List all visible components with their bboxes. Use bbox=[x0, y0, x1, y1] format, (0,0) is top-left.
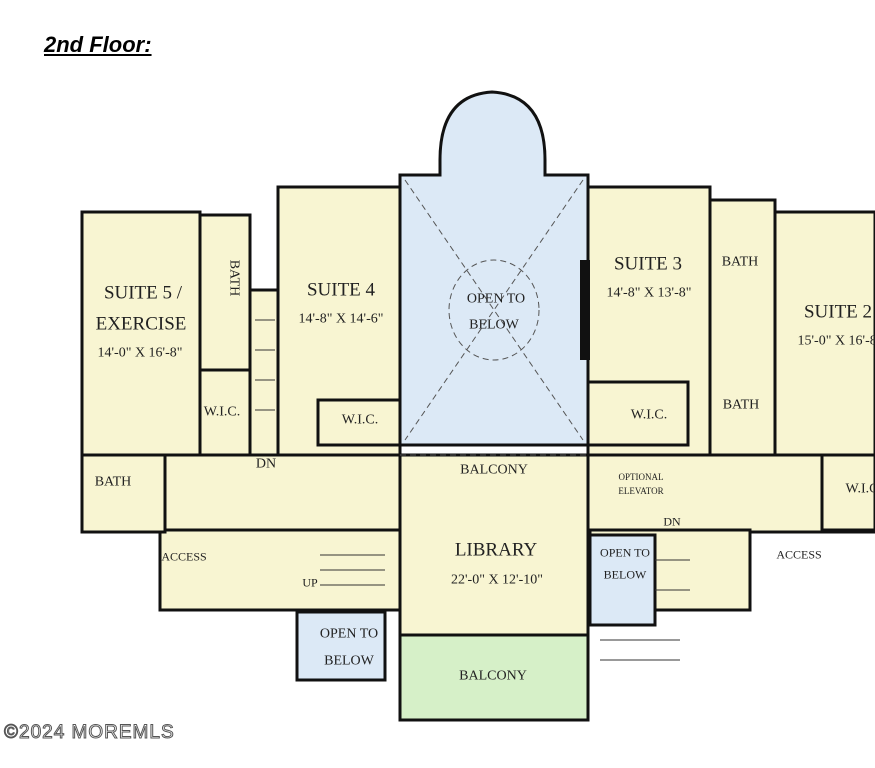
open-right-area bbox=[588, 533, 657, 627]
balcony-lower-label: BALCONY bbox=[459, 668, 527, 684]
floor-title: 2nd Floor: bbox=[44, 32, 152, 57]
suite4-dims: 14'-8" X 14'-6" bbox=[298, 311, 384, 327]
open-right-label: OPEN TO bbox=[600, 545, 650, 560]
suite3-bath bbox=[708, 198, 777, 457]
suite5-bath bbox=[198, 213, 252, 372]
hall-bath bbox=[80, 453, 167, 534]
stairs-dn-left-label: DN bbox=[255, 456, 277, 472]
suite5-wic bbox=[198, 368, 252, 457]
suite3-label: SUITE 3 bbox=[613, 253, 683, 275]
suite3-wic-label: W.I.C. bbox=[630, 407, 668, 423]
suite2-wic-label: W.I.C bbox=[845, 481, 875, 497]
suite2-wic bbox=[820, 453, 875, 532]
access-right-label: ACCESS bbox=[776, 547, 822, 562]
hall-bath-label: BATH bbox=[94, 474, 132, 490]
suite5-label: SUITE 5 / bbox=[103, 282, 183, 304]
library-dims: 22'-0" X 12'-10" bbox=[451, 572, 543, 588]
balcony-lower-area bbox=[398, 633, 590, 722]
suite5-wic-label: W.I.C. bbox=[203, 404, 241, 420]
suite5-room bbox=[80, 210, 202, 457]
suite2-bath-label: BATH bbox=[722, 397, 760, 413]
stairs-dn-right-label: DN bbox=[663, 514, 681, 529]
open-center-area bbox=[398, 90, 590, 447]
suite4-wic bbox=[316, 398, 402, 447]
stair-left bbox=[248, 288, 280, 457]
suite3-bath-label: BATH bbox=[721, 254, 759, 270]
open-left-area bbox=[295, 610, 387, 682]
library-label: LIBRARY bbox=[454, 539, 538, 561]
suite3-wic bbox=[586, 380, 690, 447]
suite5-label-2: EXERCISE bbox=[95, 313, 187, 335]
elevator-label: OPTIONAL bbox=[618, 472, 664, 483]
library-room bbox=[398, 453, 590, 637]
suite5-dims: 14'-0" X 16'-8" bbox=[97, 345, 183, 361]
suite2-room bbox=[773, 210, 875, 457]
suite4-label: SUITE 4 bbox=[306, 279, 376, 301]
balcony-upper-label: BALCONY bbox=[460, 462, 528, 478]
open-center-label: OPEN TO bbox=[466, 291, 526, 307]
open-right-label-2: BELOW bbox=[603, 567, 647, 582]
access-left-label: ACCESS bbox=[161, 549, 207, 564]
watermark: ©2024 MOREMLS bbox=[4, 722, 175, 744]
suite5-bath-label: BATH bbox=[226, 259, 242, 297]
elevator-label-2: ELEVATOR bbox=[618, 486, 664, 497]
open-left-label-2: BELOW bbox=[324, 653, 374, 669]
open-left-label: OPEN TO bbox=[319, 626, 379, 642]
stairs-up-label: UP bbox=[302, 575, 318, 590]
suite2-label: SUITE 2 bbox=[803, 301, 873, 323]
suite4-wic-label: W.I.C. bbox=[341, 412, 379, 428]
open-center-label-2: BELOW bbox=[469, 317, 519, 333]
suite2-dims: 15'-0" X 16'-8" bbox=[797, 333, 875, 349]
suite3-dims: 14'-8" X 13'-8" bbox=[606, 285, 692, 301]
